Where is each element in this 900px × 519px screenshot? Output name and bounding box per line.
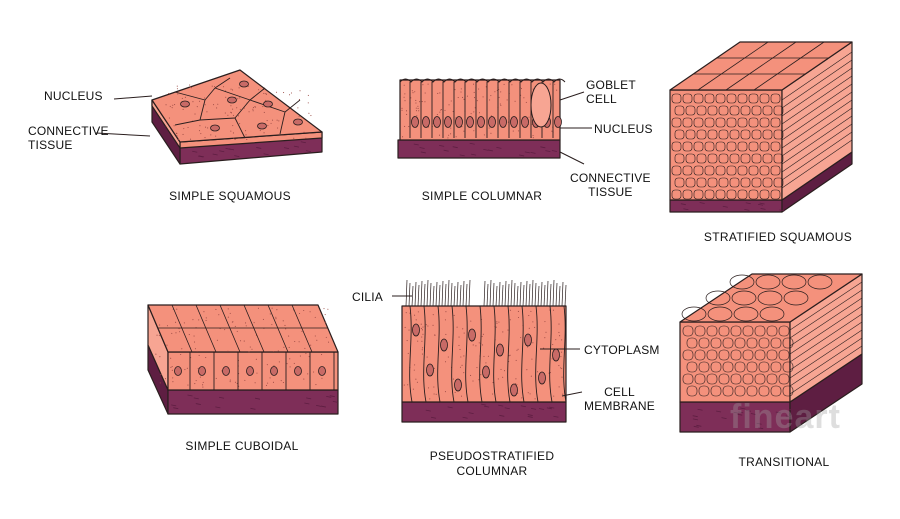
label-cytoplasm: CYTOPLASM: [584, 343, 660, 357]
caption-transitional: TRANSITIONAL: [738, 455, 830, 469]
simple-cuboidal-tissue: [147, 304, 339, 415]
simple-columnar-tissue: [397, 78, 592, 165]
watermark-logo: fineart: [730, 398, 841, 436]
stratified-squamous-tissue: [669, 41, 853, 213]
label-goblet-cell: GOBLET CELL: [586, 78, 636, 106]
label-nucleus-squamous: NUCLEUS: [44, 89, 103, 103]
label-connective-tissue-columnar: CONNECTIVE TISSUE: [570, 171, 651, 199]
caption-pseudostratified-columnar: PSEUDOSTRATIFIED COLUMNAR: [429, 449, 555, 478]
simple-squamous-tissue: [95, 69, 323, 165]
label-cilia: CILIA: [352, 290, 384, 304]
caption-simple-squamous: SIMPLE SQUAMOUS: [169, 189, 291, 203]
label-cell-membrane: CELL MEMBRANE: [584, 385, 655, 413]
caption-simple-columnar: SIMPLE COLUMNAR: [421, 189, 543, 203]
label-connective-tissue-squamous: CONNECTIVE TISSUE: [28, 124, 109, 152]
label-nucleus-columnar: NUCLEUS: [594, 122, 653, 136]
transitional-tissue: [679, 273, 863, 433]
caption-simple-cuboidal: SIMPLE CUBOIDAL: [185, 439, 299, 453]
pseudostratified-columnar-tissue: [392, 279, 583, 423]
caption-stratified-squamous: STRATIFIED SQUAMOUS: [703, 230, 853, 244]
